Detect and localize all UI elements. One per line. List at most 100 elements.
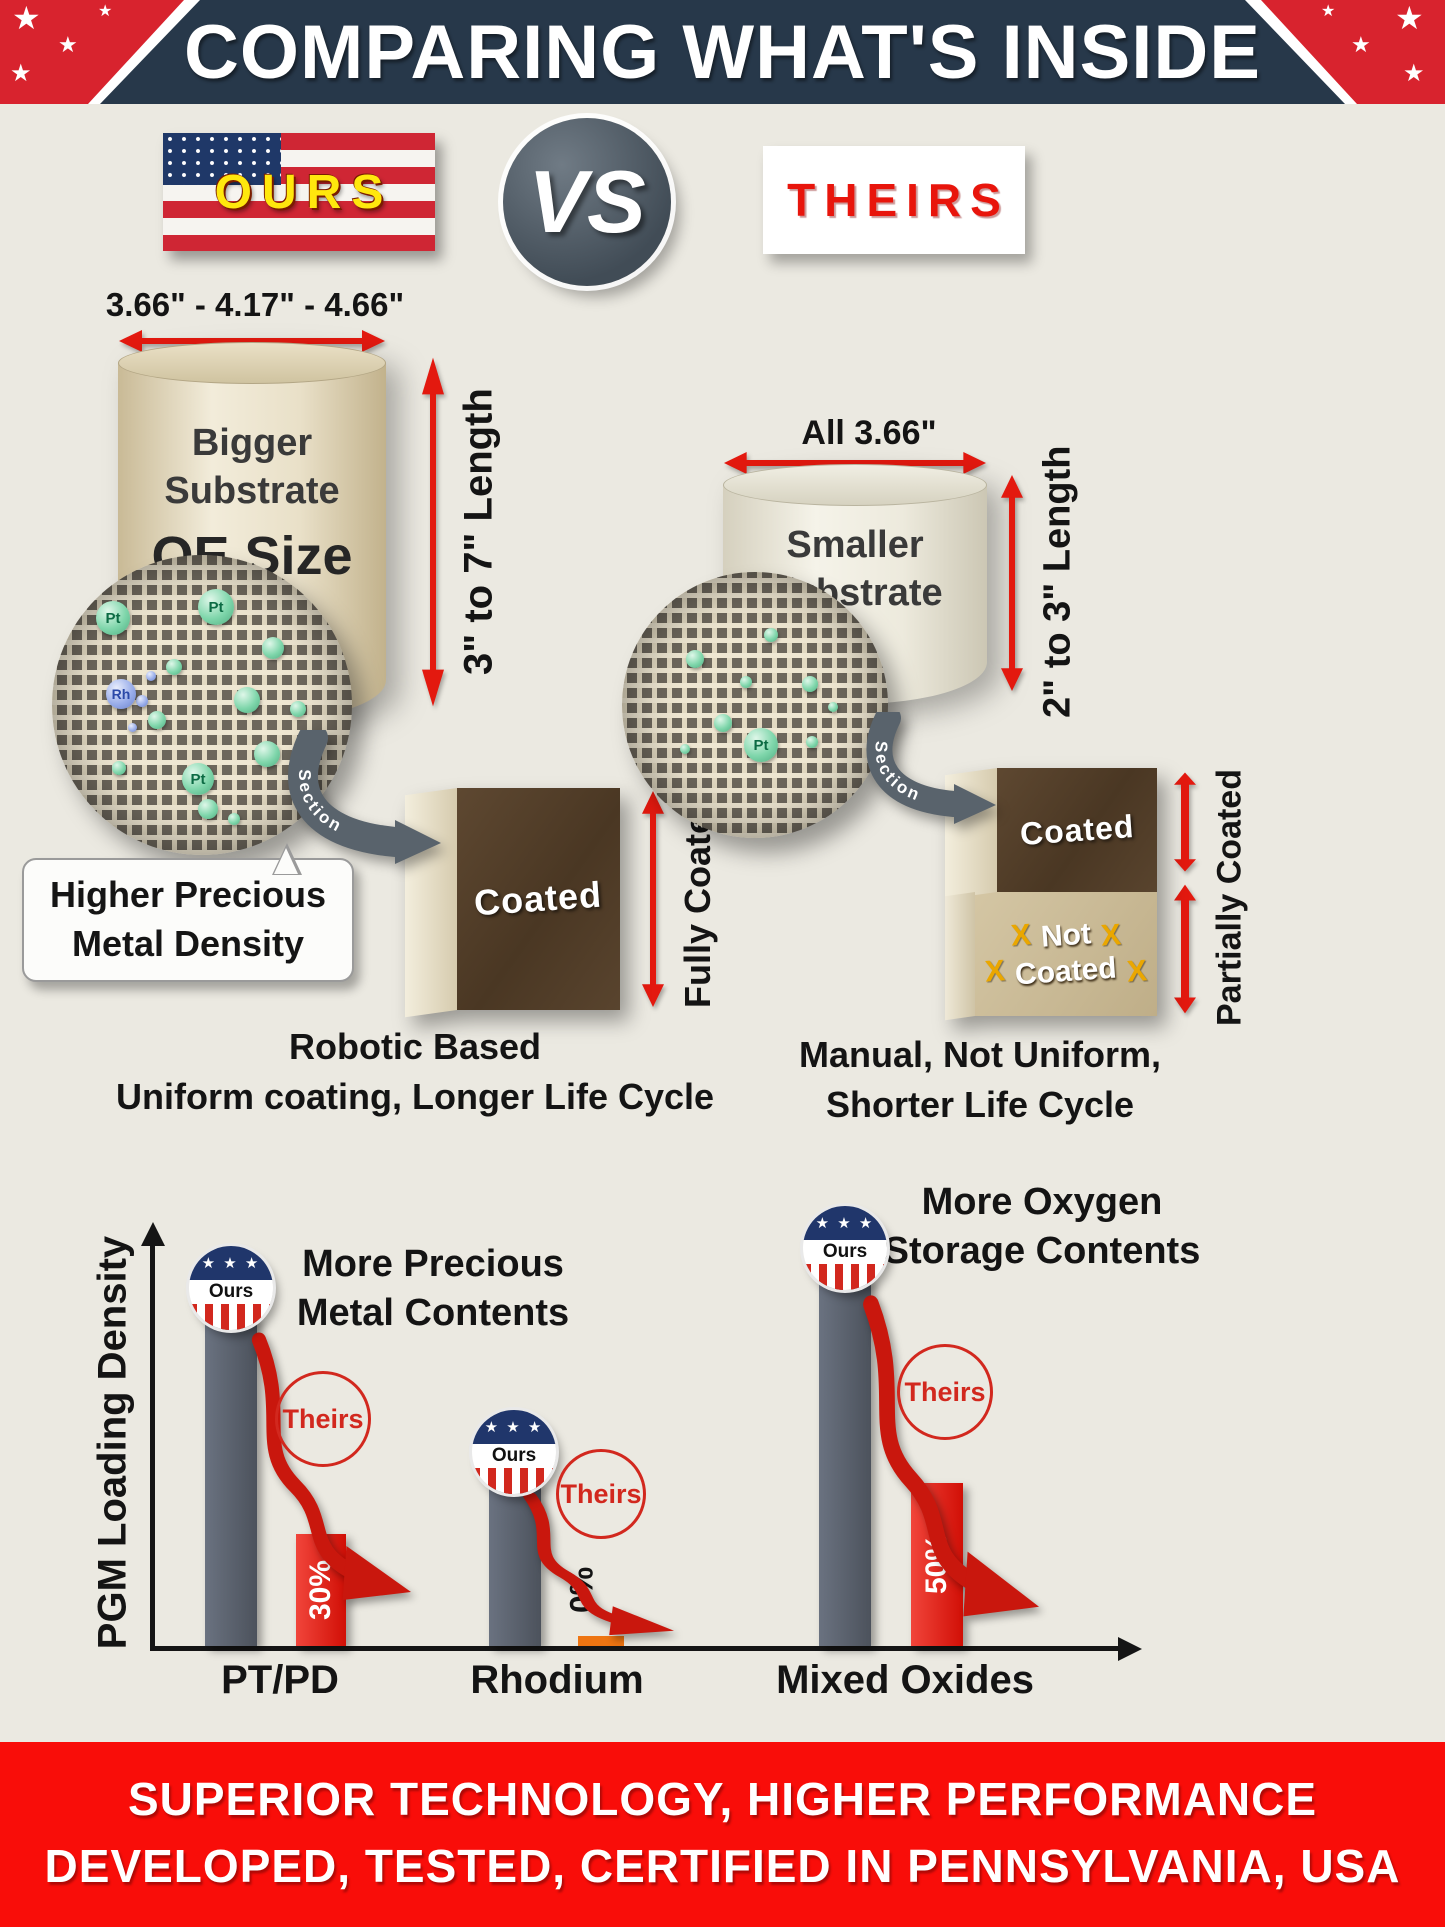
brick-coated-face: Coated: [457, 788, 620, 1010]
particle-dot: [262, 637, 284, 659]
particle-dot: [228, 813, 240, 825]
star-icon: ★: [1351, 32, 1371, 57]
theirs-diameter-arrow: [723, 452, 987, 474]
page-title: COMPARING WHAT'S INSIDE: [184, 9, 1261, 95]
pt-particle-label: Pt: [208, 598, 224, 616]
bar-ours-mixed-oxides: [819, 1278, 871, 1646]
x-mark-icon: X: [1099, 918, 1123, 953]
theirs-diameter-label: All 3.66": [801, 414, 937, 452]
ours-badge-rhodium: ★ ★ ★ Ours: [472, 1410, 556, 1494]
callout-text: Higher Precious: [49, 874, 327, 916]
pt-particle: Pt: [198, 589, 234, 625]
theirs-badge-mixed-oxides: Theirs: [897, 1344, 993, 1440]
brick-not-coated-face: X Not X X Coated X: [975, 892, 1157, 1016]
particle-dot: [136, 695, 148, 707]
decline-arrow-icon: [251, 1332, 411, 1600]
x-mark-icon: X: [1125, 954, 1149, 989]
decline-arrow-icon: [863, 1295, 1039, 1617]
section-arrow: Section: [288, 730, 441, 864]
x-mark-icon: X: [1009, 918, 1033, 953]
theirs-badge-ptpd: Theirs: [275, 1371, 371, 1467]
pt-particle-label: Pt: [105, 609, 121, 627]
callout-text: Metal Density: [71, 923, 305, 964]
category-label-mixed-oxides: Mixed Oxides: [776, 1658, 1034, 1702]
footer-line-2: DEVELOPED, TESTED, CERTIFIED IN PENNSYLV…: [44, 1839, 1401, 1892]
x-axis-arrow-icon: [1118, 1637, 1142, 1661]
annotation-line: More Precious: [302, 1243, 564, 1285]
bar-theirs-rhodium: [578, 1636, 624, 1646]
star-icon: ★: [1403, 60, 1425, 87]
particle-dot: [234, 687, 260, 713]
pt-particle: Pt: [744, 728, 778, 762]
particle-dot: [148, 711, 166, 729]
section-arrow-label: Section: [295, 769, 344, 836]
theirs-caption: Manual, Not Uniform, Shorter Life Cycle: [700, 1030, 1260, 1131]
flag-corner-left: ★ ★ ★ ★: [0, 0, 200, 104]
flag-corner-right: ★ ★ ★ ★: [1245, 0, 1445, 104]
ours-substrate-text: Bigger: [191, 422, 313, 464]
particle-dot: [828, 702, 838, 712]
ours-caption-line: Uniform coating, Longer Life Cycle: [115, 1076, 715, 1118]
theirs-coated-brick: Coated X Not X X Coated X: [945, 768, 1157, 1021]
theirs-substrate-text: Smaller: [786, 524, 924, 566]
section-arrow: Section: [866, 712, 996, 824]
not-coated-label: Coated: [1014, 951, 1118, 992]
cylinder-top: [723, 464, 987, 506]
annotation-line: More Oxygen: [921, 1181, 1163, 1223]
star-icon: ★: [1321, 3, 1336, 20]
category-label-rhodium: Rhodium: [470, 1658, 644, 1702]
fully-coated-arrow: [642, 790, 664, 1008]
ours-badge-ptpd: ★ ★ ★ Ours: [189, 1246, 273, 1330]
theirs-label: THEIRS: [787, 174, 1010, 226]
badge-stripes: [803, 1264, 887, 1290]
star-icon: ★: [12, 0, 41, 36]
theirs-caption-line: Manual, Not Uniform,: [799, 1034, 1161, 1075]
footer-banner: SUPERIOR TECHNOLOGY, HIGHER PERFORMANCE …: [0, 1742, 1445, 1927]
particle-dot: [680, 744, 690, 754]
header-banner: COMPARING WHAT'S INSIDE: [0, 0, 1445, 104]
particle-dot: [254, 741, 280, 767]
x-mark-icon: X: [984, 954, 1007, 989]
ours-badge-label: Ours: [189, 1280, 273, 1304]
not-coated-label: Not: [1040, 917, 1093, 954]
particle-dot: [128, 723, 137, 732]
particle-dot: [714, 714, 732, 732]
particle-dot: [112, 761, 126, 775]
ours-badge-label: Ours: [472, 1444, 556, 1468]
annotation-line: Metal Contents: [296, 1292, 570, 1335]
ours-badge-mixed-oxides: ★ ★ ★ Ours: [803, 1206, 887, 1290]
y-axis-arrow-icon: [141, 1222, 165, 1246]
brick-uncoated-half: X Not X X Coated X: [945, 892, 1157, 1021]
partially-coated-arrow-bottom: [1174, 884, 1196, 1014]
decline-arrow-icon: [523, 1492, 674, 1636]
chart-y-axis: [150, 1244, 155, 1648]
star-icon: ★: [10, 60, 32, 87]
badge-stars: ★ ★ ★: [189, 1246, 273, 1280]
particle-dot: [764, 628, 778, 642]
pt-particle-label: Pt: [190, 770, 206, 788]
partially-coated-label: Partially Coated: [1210, 769, 1249, 1027]
ours-length-arrow: [422, 357, 444, 707]
theirs-substrate-closeup: Pt: [622, 572, 888, 838]
theirs-length-arrow: [1001, 474, 1023, 692]
higher-density-callout: Higher Precious Metal Density: [22, 843, 354, 982]
ours-coated-brick: Coated: [405, 788, 620, 1018]
annotation-line: Storage Contents: [883, 1230, 1201, 1273]
brick-coated-face: Coated: [997, 768, 1157, 892]
ours-diameter-label: 3.66" - 4.17" - 4.66": [105, 286, 405, 323]
ours-flag-badge: OURS: [163, 133, 435, 251]
theirs-length-label: 2" to 3" Length: [1036, 445, 1079, 719]
rh-particle-label: Rh: [111, 686, 131, 702]
particle-dot: [166, 659, 182, 675]
theirs-badge: THEIRS: [763, 146, 1025, 254]
ours-length-label: 3" to 7" Length: [456, 388, 501, 676]
chart-x-axis: [150, 1646, 1122, 1651]
ours-caption-line: Robotic Based: [288, 1026, 542, 1067]
coated-label: Coated: [473, 873, 604, 924]
theirs-caption-line: Shorter Life Cycle: [825, 1084, 1135, 1126]
particle-dot: [198, 799, 218, 819]
brick-coated-half: Coated: [945, 768, 1157, 900]
bar-ours-ptpd: [205, 1316, 257, 1646]
svg-text:Section: Section: [295, 769, 346, 836]
